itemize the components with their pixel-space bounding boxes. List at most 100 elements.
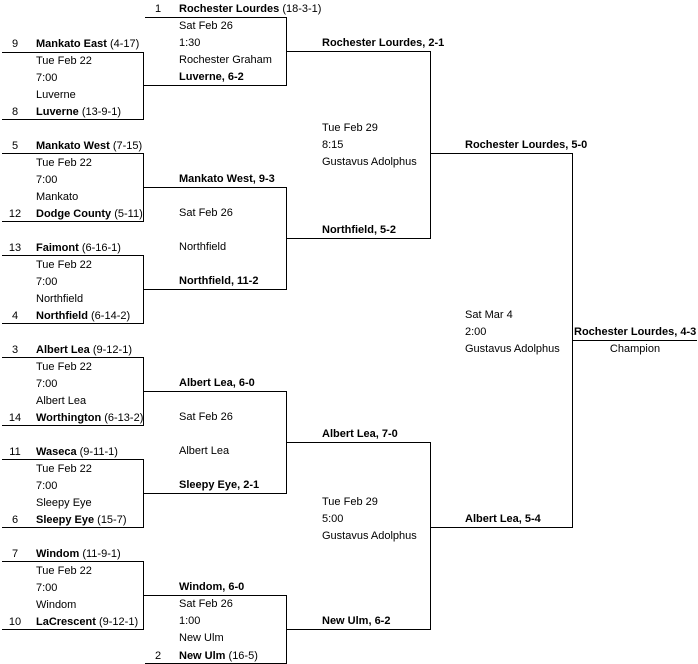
winner-label: Mankato West, 9-3 — [179, 173, 275, 185]
team-record: (6-13-2) — [104, 412, 144, 424]
game-date: Tue Feb 22 — [36, 361, 92, 373]
bracket-line — [286, 238, 431, 239]
team-record: (18-3-1) — [282, 3, 322, 15]
team-entry: Northfield (6-14-2) — [36, 310, 130, 323]
game-date: Tue Feb 22 — [36, 157, 92, 169]
game-time: 7:00 — [36, 378, 58, 390]
team-name: Worthington — [36, 412, 102, 424]
bracket-line — [2, 459, 144, 460]
game-time: 7:00 — [36, 72, 58, 84]
winner-label: Rochester Lourdes, 5-0 — [465, 139, 588, 151]
team-record: (9-12-1) — [98, 616, 139, 628]
seed-number: 5 — [11, 140, 19, 152]
bracket-line — [2, 255, 144, 256]
team-entry: Sleepy Eye (15-7) — [36, 514, 127, 527]
game-date: Sat Mar 4 — [465, 309, 513, 321]
game-date: Tue Feb 22 — [36, 463, 92, 475]
winner-label: New Ulm, 6-2 — [322, 615, 391, 627]
game-site: Albert Lea — [36, 395, 87, 407]
bracket-line — [143, 595, 287, 596]
bracket-line — [143, 289, 287, 290]
winner-label: Rochester Lourdes, 2-1 — [322, 37, 445, 49]
winner-label: Albert Lea, 7-0 — [322, 428, 398, 440]
team-record: (5-11) — [114, 208, 143, 220]
seed-number: 2 — [154, 650, 162, 662]
bracket-line — [2, 153, 144, 154]
team-name: Albert Lea — [36, 344, 90, 356]
team-name: Windom — [36, 548, 80, 560]
team-record: (6-16-1) — [81, 242, 121, 254]
team-record: (15-7) — [97, 514, 127, 526]
bracket-line — [286, 629, 431, 630]
team-entry: LaCrescent (9-12-1) — [36, 616, 138, 629]
champion-name: Rochester Lourdes, 4-3 — [574, 326, 697, 338]
bracket-line — [143, 391, 287, 392]
team-name: Luverne — [36, 106, 79, 118]
bracket-line — [143, 187, 287, 188]
team-record: (11-9-1) — [82, 548, 121, 560]
team-record: (13-9-1) — [81, 106, 121, 118]
winner-label: Northfield, 5-2 — [322, 224, 396, 236]
game-site: Windom — [36, 599, 77, 611]
team-name: Dodge County — [36, 208, 112, 220]
team-name: Rochester Lourdes — [179, 3, 280, 15]
winner-label: Northfield, 11-2 — [179, 275, 259, 287]
game-site: Gustavus Adolphus — [322, 156, 417, 168]
game-time: 8:15 — [322, 139, 344, 151]
game-date: Sat Feb 26 — [179, 598, 233, 610]
bracket-line — [143, 493, 287, 494]
bracket-line — [286, 51, 431, 52]
bracket-line — [2, 323, 144, 324]
team-entry: Rochester Lourdes (18-3-1) — [179, 3, 321, 16]
game-site: Gustavus Adolphus — [465, 343, 560, 355]
team-name: Waseca — [36, 446, 77, 458]
team-entry: Worthington (6-13-2) — [36, 412, 143, 425]
seed-number: 13 — [8, 242, 22, 254]
game-date: Tue Feb 22 — [36, 259, 92, 271]
bracket-line — [2, 119, 144, 120]
game-site: Luverne — [36, 89, 76, 101]
game-time: 1:00 — [179, 615, 201, 627]
game-site: Mankato — [36, 191, 79, 203]
game-site: New Ulm — [179, 632, 224, 644]
seed-number: 1 — [154, 3, 162, 15]
seed-number: 11 — [9, 446, 21, 458]
bracket-line — [2, 357, 144, 358]
game-date: Sat Feb 26 — [179, 20, 233, 32]
team-entry: Windom (11-9-1) — [36, 548, 121, 561]
bracket-line — [286, 442, 431, 443]
game-date: Sat Feb 26 — [179, 207, 233, 219]
team-record: (7-15) — [112, 140, 143, 152]
team-name: Faimont — [36, 242, 79, 254]
seed-number: 8 — [11, 106, 19, 118]
team-record: (4-17) — [109, 38, 140, 50]
game-site: Sleepy Eye — [36, 497, 92, 509]
seed-number: 9 — [11, 38, 19, 50]
team-entry: Luverne (13-9-1) — [36, 106, 121, 119]
bracket-line — [430, 153, 573, 154]
bracket-line — [2, 561, 144, 562]
game-date: Tue Feb 22 — [36, 565, 92, 577]
team-name: Northfield — [36, 310, 88, 322]
team-name: Mankato East — [36, 38, 107, 50]
game-time: 7:00 — [36, 276, 58, 288]
bracket-line — [430, 442, 431, 629]
seed-number: 7 — [11, 548, 19, 560]
team-entry: Albert Lea (9-12-1) — [36, 344, 132, 357]
game-date: Tue Feb 22 — [36, 55, 92, 67]
game-site: Rochester Graham — [179, 54, 272, 66]
team-entry: Faimont (6-16-1) — [36, 242, 121, 255]
game-time: 7:00 — [36, 480, 58, 492]
seed-number: 6 — [11, 514, 19, 526]
game-time: 2:00 — [465, 326, 487, 338]
bracket-line — [430, 527, 573, 528]
game-site: Albert Lea — [179, 445, 230, 457]
team-entry: Waseca (9-11-1) — [36, 446, 118, 459]
team-name: Mankato West — [36, 140, 110, 152]
game-site: Gustavus Adolphus — [322, 530, 417, 542]
bracket-line — [430, 51, 431, 238]
team-entry: New Ulm (16-5) — [179, 650, 258, 663]
game-time: 7:00 — [36, 174, 58, 186]
team-record: (9-11-1) — [79, 446, 118, 458]
